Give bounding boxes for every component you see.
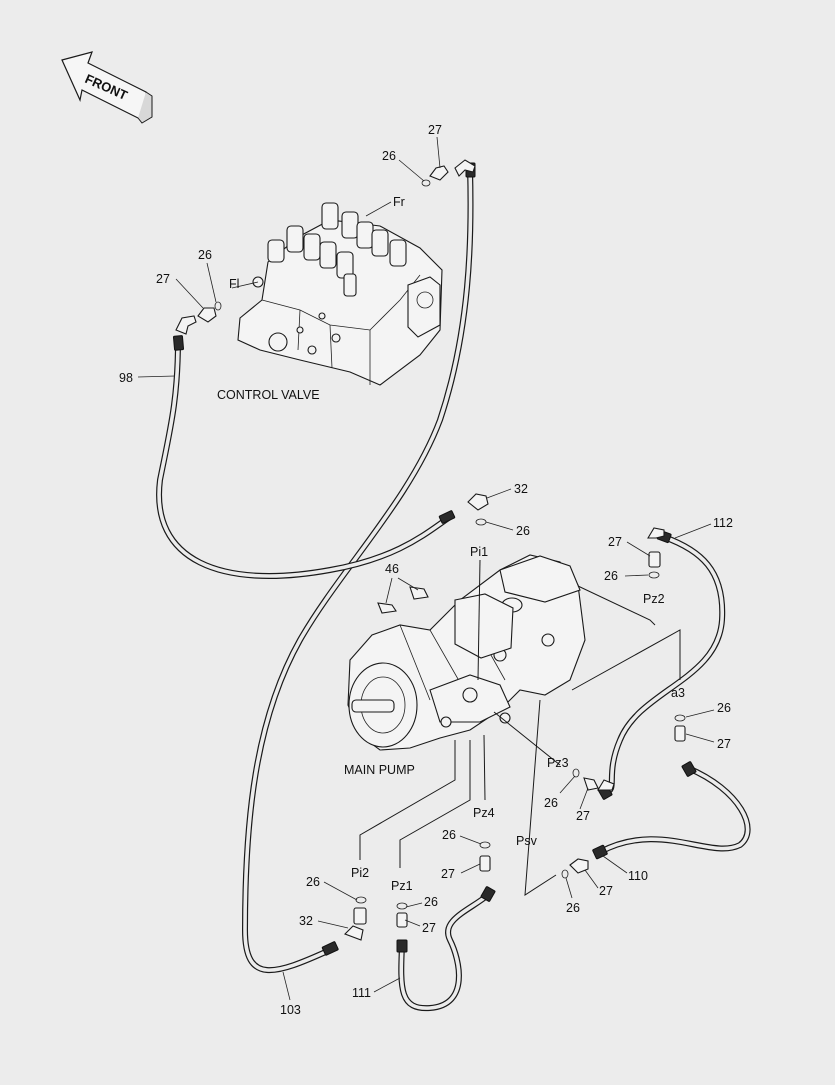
port-fr: Fr	[393, 195, 405, 209]
hose-112	[603, 534, 726, 795]
hose-98	[156, 337, 453, 579]
callout-26-a3: 26	[717, 701, 731, 715]
callout-26-psv: 26	[566, 901, 580, 915]
callout-27-pz4: 27	[441, 867, 455, 881]
callout-26-pi2: 26	[306, 875, 320, 889]
callout-27-pz3: 27	[576, 809, 590, 823]
callout-32-pi2: 32	[299, 914, 313, 928]
elbow-fittings	[175, 159, 665, 791]
labels: CONTROL VALVE MAIN PUMP Fr Fl Pi1 Pz2 a3…	[119, 123, 733, 1017]
callout-26-cv: 26	[198, 248, 212, 262]
main-pump-label: MAIN PUMP	[344, 763, 415, 777]
callout-27-pz1: 27	[422, 921, 436, 935]
callout-111: 111	[352, 986, 371, 1000]
callout-26-top: 26	[382, 149, 396, 163]
callout-46: 46	[385, 562, 399, 576]
port-pi2: Pi2	[351, 866, 369, 880]
callout-112: 112	[713, 516, 733, 530]
callout-26-pz3: 26	[544, 796, 558, 810]
port-pi1: Pi1	[470, 545, 488, 559]
port-reference-lines	[359, 559, 681, 896]
front-arrow-icon: FRONT	[61, 51, 153, 124]
leader-lines	[137, 136, 715, 1001]
callout-26-pz1: 26	[424, 895, 438, 909]
valve-spool-caps	[267, 202, 407, 297]
hose-111	[398, 892, 491, 1012]
callout-27-psv: 27	[599, 884, 613, 898]
callout-27-a3: 27	[717, 737, 731, 751]
fittings-and-o-rings	[197, 165, 686, 941]
callout-98: 98	[119, 371, 133, 385]
callout-32-pi1: 32	[514, 482, 528, 496]
callout-27-cv: 27	[156, 272, 170, 286]
port-pz1: Pz1	[391, 879, 413, 893]
callout-110: 110	[628, 869, 648, 883]
port-psv: Psv	[516, 834, 538, 848]
sensor-fittings-46	[377, 586, 429, 614]
callout-103: 103	[280, 1003, 301, 1017]
callout-26-pz4: 26	[442, 828, 456, 842]
port-pz2: Pz2	[643, 592, 665, 606]
port-a3: a3	[671, 686, 685, 700]
callout-26-pz2: 26	[604, 569, 618, 583]
callout-27-pz2: 27	[608, 535, 622, 549]
port-fl: Fl	[229, 277, 239, 291]
main-pump	[347, 554, 586, 751]
port-pz4: Pz4	[473, 806, 495, 820]
control-valve	[237, 202, 443, 386]
callout-26-pi1: 26	[516, 524, 530, 538]
port-pz3: Pz3	[547, 756, 569, 770]
callout-27-top: 27	[428, 123, 442, 137]
hose-110	[597, 765, 751, 855]
control-valve-label: CONTROL VALVE	[217, 388, 320, 402]
hose-103	[242, 165, 474, 974]
